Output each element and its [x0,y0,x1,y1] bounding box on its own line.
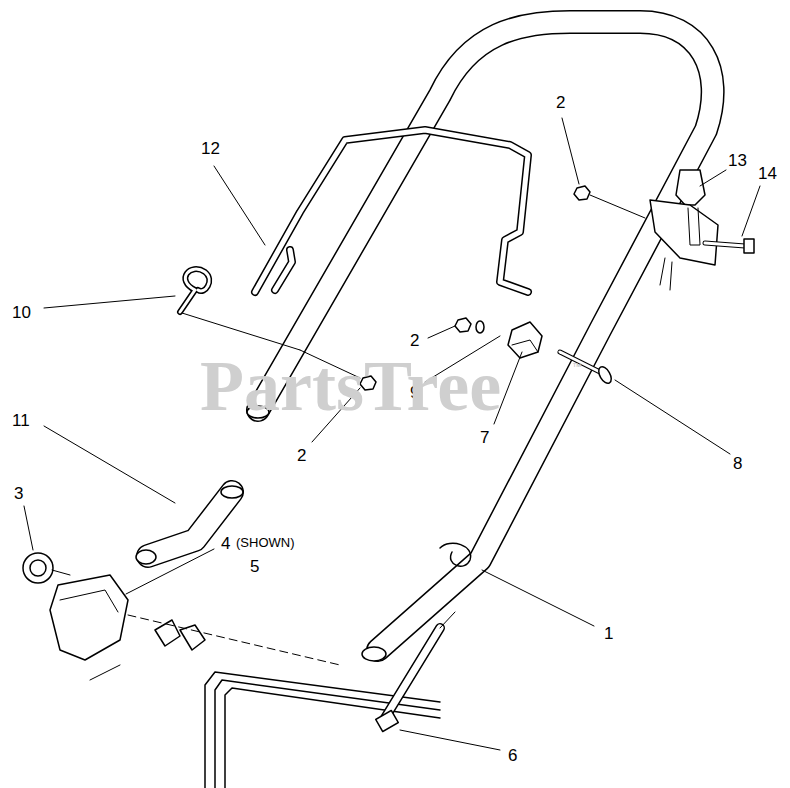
callout-number: 10 [12,304,31,321]
watermark: ™ [572,362,582,372]
callout-number: 14 [758,165,777,182]
watermark: PartsTree [200,350,501,422]
callout-number: 11 [12,412,30,429]
callout-number: 12 [201,140,220,157]
callout-number: 8 [733,455,742,472]
callout-note: (SHOWN) [236,536,295,549]
callout-number: 3 [14,485,23,502]
callout-number: 7 [480,429,489,446]
callout-number: 6 [508,747,517,764]
callout-number: 2 [410,332,419,349]
callout-number: 1 [604,625,613,642]
callout-number: 13 [728,152,747,169]
callout-number: 2 [556,94,565,111]
callout-number: 4 [221,535,230,552]
callout-number: 2 [297,447,306,464]
callout-number: 5 [250,558,259,575]
